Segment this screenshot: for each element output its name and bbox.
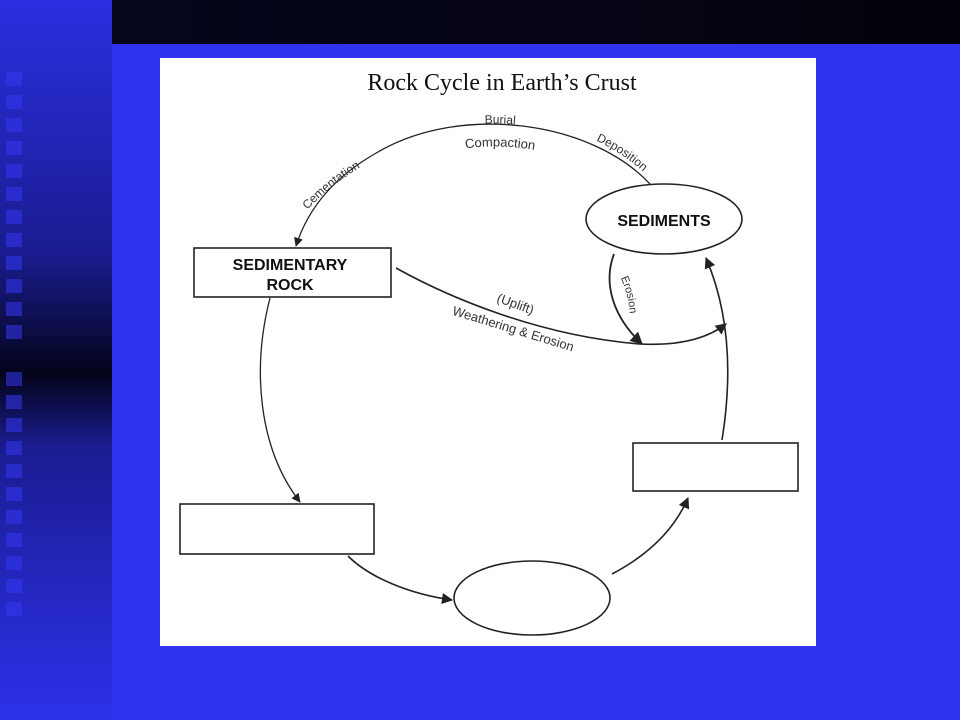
diagram-title: Rock Cycle in Earth’s Crust	[367, 70, 637, 96]
label-uplift: (Uplift)	[495, 290, 536, 317]
arrow-deposition-to-sedimentary-rock	[294, 123, 651, 247]
sedimentary-rock-label-line2: ROCK	[266, 277, 314, 294]
left-blank-box	[179, 503, 375, 555]
sediments-node	[585, 183, 743, 255]
sidebar-square-pattern	[6, 72, 22, 616]
right-blank-box	[632, 442, 799, 492]
arrow-sedimentary-to-left-box	[259, 297, 301, 503]
sedimentary-rock-label-line1: SEDIMENTARY	[233, 257, 348, 274]
arrow-right-box-to-sediments	[704, 256, 729, 441]
arrow-bottom-ellipse-to-right-box	[611, 496, 690, 575]
arrow-erosion	[608, 253, 643, 345]
bottom-blank-ellipse	[453, 560, 611, 636]
label-deposition: Deposition	[595, 131, 651, 174]
arrow-uplift-weathering-erosion	[395, 267, 727, 346]
label-cementation: Cementation	[299, 158, 361, 212]
arrow-left-box-to-bottom-ellipse	[347, 555, 454, 605]
rock-cycle-diagram: Rock Cycle in Earth’s Crust Burial Compa…	[160, 58, 816, 646]
label-burial: Burial	[484, 112, 516, 127]
label-compaction: Compaction	[464, 134, 536, 152]
sediments-label: SEDIMENTS	[617, 213, 711, 230]
header-band	[110, 0, 960, 44]
label-erosion: Erosion	[618, 274, 639, 314]
sedimentary-rock-node	[193, 247, 392, 298]
